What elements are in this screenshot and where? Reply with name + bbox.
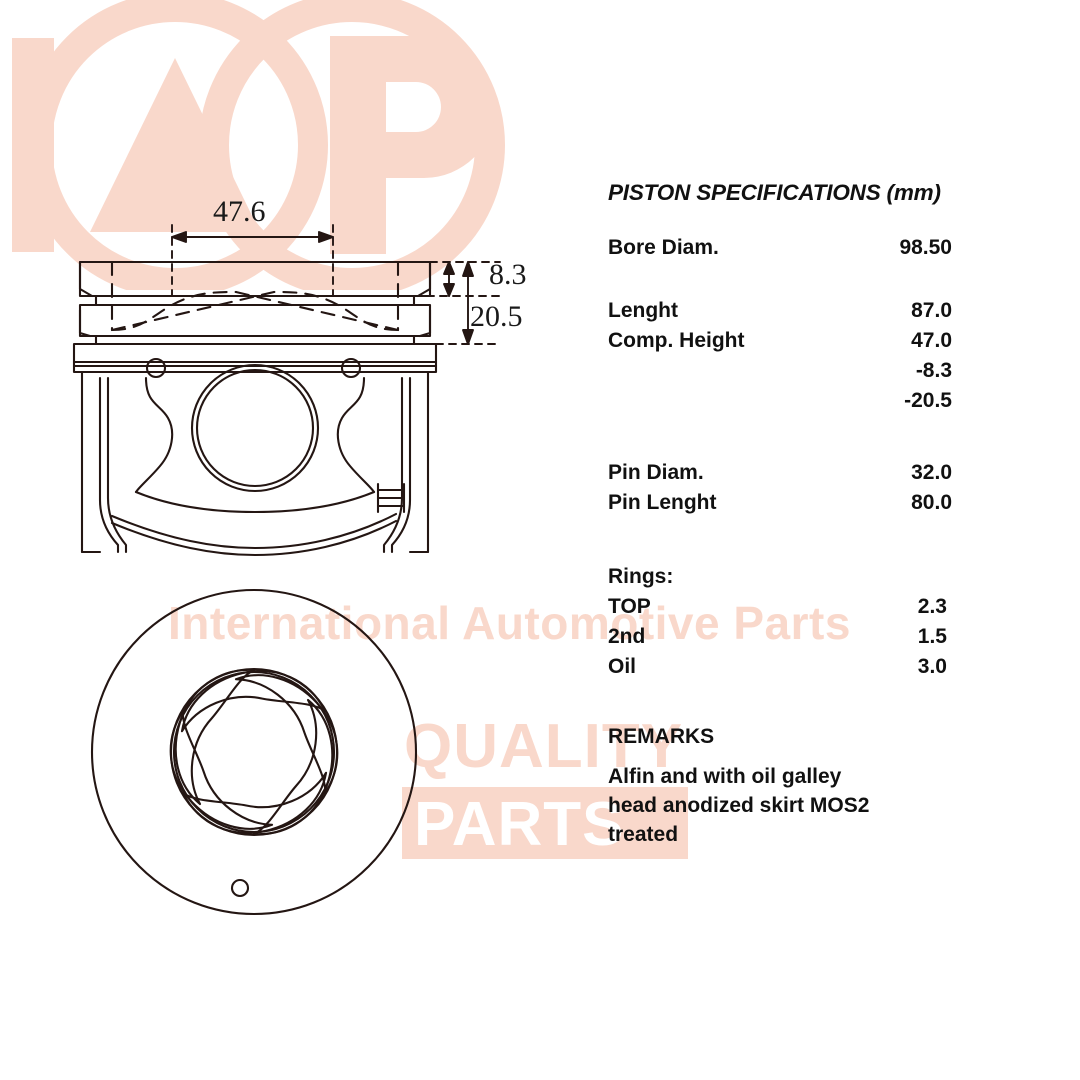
spec-value: 80.0 xyxy=(911,491,952,514)
piston-side-view xyxy=(72,260,438,557)
spec-value: 98.50 xyxy=(899,236,952,259)
piston-bottom-view xyxy=(90,588,418,916)
spec-label: Pin Diam. xyxy=(608,461,704,484)
spec-row-rings-heading: Rings: xyxy=(608,565,958,595)
rings-heading: Rings: xyxy=(608,565,674,588)
spec-value: -8.3 xyxy=(915,359,952,382)
spec-label: Pin Lenght xyxy=(608,491,717,514)
spec-title: PISTON SPECIFICATIONS (mm) xyxy=(608,180,941,205)
spec-label: Comp. Height xyxy=(608,329,745,352)
spec-label: Lenght xyxy=(608,299,678,322)
spec-row-offset-83: -8.3 xyxy=(608,359,958,389)
dimension-label-depth-205: 20.5 xyxy=(470,300,523,333)
spec-label: Oil xyxy=(608,655,637,678)
dimension-label-width: 47.6 xyxy=(213,195,266,228)
remarks-line: Alfin and with oil galley xyxy=(608,765,842,788)
spec-value: 1.5 xyxy=(917,625,947,648)
spec-value: 32.0 xyxy=(911,461,952,484)
spec-row-ring-2nd: 2nd 1.5 xyxy=(608,625,958,655)
spec-row-comp-height: Comp. Height 47.0 xyxy=(608,329,958,359)
spec-row-ring-top: TOP 2.3 xyxy=(608,595,958,625)
spec-value: -20.5 xyxy=(904,389,952,412)
spec-row-pin-diam: Pin Diam. 32.0 xyxy=(608,461,958,491)
spec-row-offset-205: -20.5 xyxy=(608,389,958,419)
specifications-panel: PISTON SPECIFICATIONS (mm) Bore Diam. 98… xyxy=(608,180,958,849)
spec-row-length: Lenght 87.0 xyxy=(608,299,958,329)
spec-value: 47.0 xyxy=(911,329,952,352)
spec-value: 2.3 xyxy=(917,595,947,618)
dimension-lines xyxy=(171,224,501,345)
spec-row-pin-length: Pin Lenght 80.0 xyxy=(608,491,958,521)
spec-row-ring-oil: Oil 3.0 xyxy=(608,655,958,685)
spec-label: TOP xyxy=(608,595,651,618)
remarks-heading: REMARKS xyxy=(608,725,715,748)
spec-label: Bore Diam. xyxy=(608,236,719,259)
dimension-label-depth-83: 8.3 xyxy=(489,258,527,291)
spec-value: 87.0 xyxy=(911,299,952,322)
spec-value: 3.0 xyxy=(917,655,947,678)
remarks-line: treated xyxy=(608,823,679,846)
remarks-line: head anodized skirt MOS2 xyxy=(608,794,870,817)
spec-row-bore: Bore Diam. 98.50 xyxy=(608,236,958,266)
spec-label: 2nd xyxy=(608,625,646,648)
